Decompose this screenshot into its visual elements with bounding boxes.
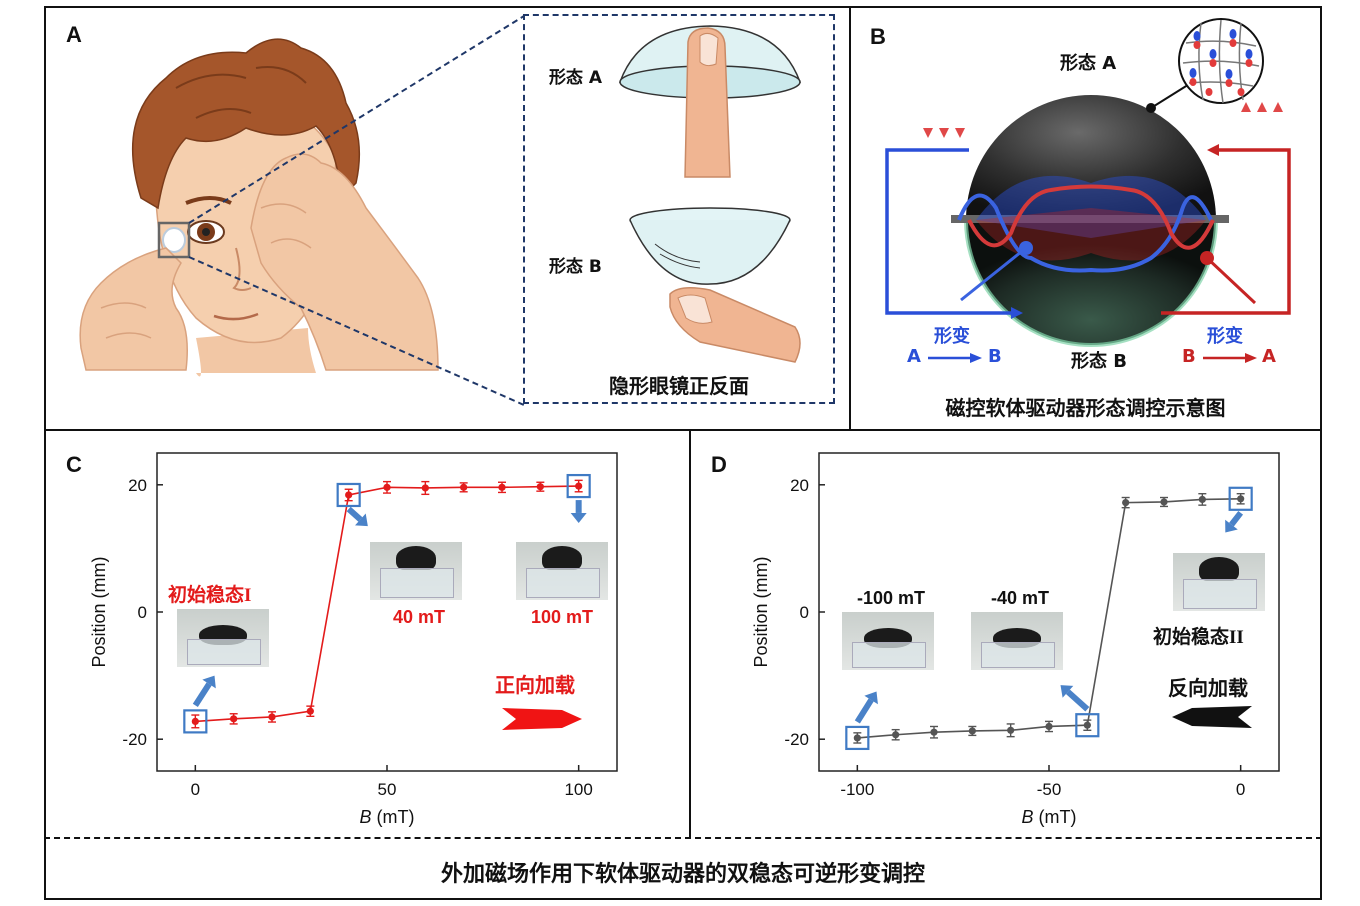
y-tick-label: 0 bbox=[800, 603, 809, 622]
data-point bbox=[575, 482, 583, 490]
deform-left-arrow bbox=[928, 353, 982, 363]
face-illustration bbox=[79, 15, 525, 406]
data-point bbox=[1237, 495, 1245, 503]
photo-m100-d bbox=[842, 612, 934, 670]
photo-initial-c bbox=[177, 609, 269, 667]
pointer-arrow bbox=[854, 698, 874, 724]
data-point bbox=[930, 728, 938, 736]
ann-direction-d: 反向加载 bbox=[1168, 676, 1248, 700]
forward-arrow bbox=[502, 708, 582, 730]
x-tick-label: 100 bbox=[564, 780, 592, 799]
data-point bbox=[306, 707, 314, 715]
ann-m100-d: -100 mT bbox=[857, 588, 926, 608]
x-axis-label: B (mT) bbox=[360, 807, 415, 827]
y-tick-label: -20 bbox=[784, 730, 809, 749]
highlight-box bbox=[566, 473, 591, 499]
pointer-arrowhead bbox=[570, 512, 587, 523]
data-point bbox=[1122, 499, 1130, 507]
data-point bbox=[853, 734, 861, 742]
lens-inset bbox=[523, 14, 835, 404]
data-point bbox=[968, 727, 976, 735]
lens-illustrations bbox=[618, 25, 802, 363]
ann-initial-d: 初始稳态II bbox=[1153, 627, 1244, 648]
photo-initial-d bbox=[1173, 553, 1265, 611]
ann-m40-d: -40 mT bbox=[991, 588, 1050, 608]
deform-right-from: B bbox=[1182, 346, 1196, 367]
x-tick-label: 0 bbox=[191, 780, 200, 799]
highlight-box bbox=[845, 725, 870, 751]
x-tick-label: 0 bbox=[1236, 780, 1245, 799]
data-point bbox=[892, 731, 900, 739]
data-point bbox=[1007, 726, 1015, 734]
deform-left-label: 形变 bbox=[934, 326, 970, 347]
panel-d-label: D bbox=[711, 452, 727, 477]
photo-40-c bbox=[370, 542, 462, 600]
pointer-arrow bbox=[1065, 689, 1090, 712]
panel-b-label: B bbox=[870, 24, 886, 49]
panel-b-caption: 磁控软体驱动器形态调控示意图 bbox=[945, 396, 1226, 420]
footer-frame bbox=[44, 837, 1322, 900]
panel-b-state-b: 形态 B bbox=[1071, 351, 1127, 372]
panel-c-label: C bbox=[66, 452, 82, 477]
chart-c: 0 50 100 -20 0 20 B (mT) Position (mm) bbox=[89, 452, 618, 827]
pointer-arrow bbox=[1229, 510, 1244, 527]
data-point bbox=[1083, 721, 1091, 729]
footer-caption: 外加磁场作用下软体驱动器的双稳态可逆形变调控 bbox=[440, 862, 925, 887]
pointer-arrowhead bbox=[1225, 519, 1238, 533]
reverse-arrow bbox=[1172, 706, 1252, 728]
panel-a-caption: 隐形眼镜正反面 bbox=[609, 374, 749, 398]
deform-right-to: A bbox=[1262, 346, 1276, 367]
ann-direction-c: 正向加载 bbox=[495, 673, 575, 697]
actuator-schematic bbox=[885, 18, 1291, 347]
pointer-arrowhead bbox=[1060, 685, 1074, 698]
ann-100-c: 100 mT bbox=[531, 607, 594, 627]
pointer-arrowhead bbox=[202, 675, 216, 689]
data-point bbox=[536, 483, 544, 491]
data-point bbox=[421, 484, 429, 492]
pointer-arrow bbox=[346, 506, 363, 522]
highlight-box bbox=[183, 709, 208, 734]
highlight-box bbox=[336, 482, 361, 508]
data-point bbox=[1198, 495, 1206, 504]
data-point bbox=[460, 483, 468, 491]
deform-right-arrow bbox=[1203, 353, 1257, 363]
deform-left-from: A bbox=[907, 346, 921, 367]
highlight-box bbox=[1228, 486, 1253, 511]
data-point bbox=[191, 717, 199, 725]
panel-b-state-a: 形态 A bbox=[1060, 53, 1117, 74]
panel-a-state-a: 形态 A bbox=[549, 68, 603, 88]
x-tick-label: -100 bbox=[840, 780, 874, 799]
data-point bbox=[1160, 498, 1168, 506]
data-point bbox=[383, 483, 391, 491]
panel-d-frame bbox=[689, 429, 1322, 839]
data-point bbox=[230, 715, 238, 723]
deform-left-to: B bbox=[988, 346, 1002, 367]
panel-a-state-b: 形态 B bbox=[549, 257, 602, 277]
panel-a-label: A bbox=[66, 22, 82, 47]
deform-right-label: 形变 bbox=[1207, 326, 1243, 347]
y-tick-label: -20 bbox=[122, 730, 147, 749]
y-axis-label: Position (mm) bbox=[751, 556, 771, 667]
data-point bbox=[498, 483, 506, 491]
y-axis-label: Position (mm) bbox=[89, 556, 109, 667]
x-tick-label: -50 bbox=[1037, 780, 1062, 799]
y-tick-label: 20 bbox=[790, 476, 809, 495]
data-point bbox=[345, 491, 353, 499]
highlight-box bbox=[1075, 713, 1100, 738]
x-axis-label: B (mT) bbox=[1022, 807, 1077, 827]
ann-initial-c: 初始稳态I bbox=[168, 585, 252, 606]
pointer-arrowhead bbox=[864, 691, 878, 705]
chart-d: -100 -50 0 -20 0 20 B (mT) Position (mm) bbox=[751, 452, 1280, 827]
pointer-arrowhead bbox=[355, 513, 368, 527]
photo-m40-d bbox=[971, 612, 1063, 670]
x-tick-label: 50 bbox=[378, 780, 397, 799]
pointer-arrow bbox=[192, 682, 212, 708]
photo-100-c bbox=[516, 542, 608, 600]
y-tick-label: 20 bbox=[128, 476, 147, 495]
data-point bbox=[1045, 722, 1053, 731]
data-point bbox=[268, 713, 276, 721]
y-tick-label: 0 bbox=[138, 603, 147, 622]
ann-40-c: 40 mT bbox=[393, 607, 446, 627]
